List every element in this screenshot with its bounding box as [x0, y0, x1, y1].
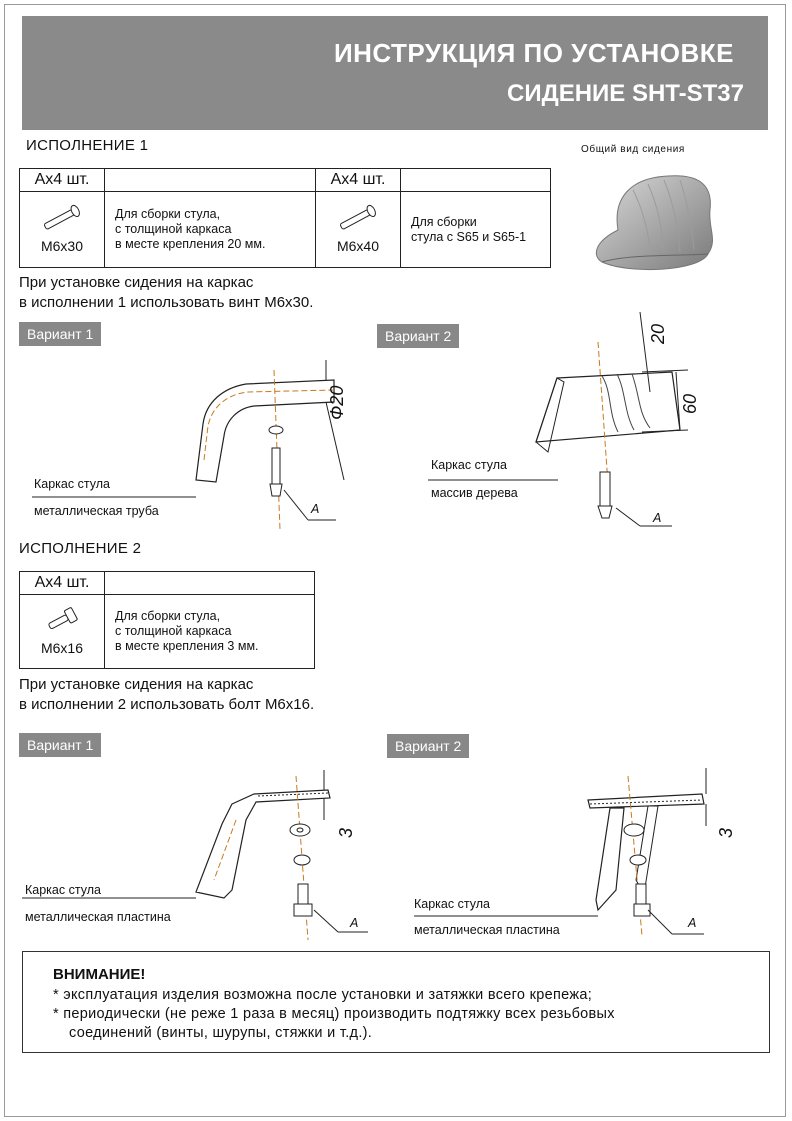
point-label: A [653, 511, 662, 525]
variant-badge: Вариант 2 [377, 324, 460, 348]
seat-illustration [595, 175, 713, 270]
dimension-label: 20 [648, 323, 668, 344]
dimension-label: Ф20 [327, 385, 347, 420]
page-frame [4, 4, 786, 1117]
install-note-version2: При установке сидения на каркас в исполн… [19, 676, 315, 713]
material-label: металлическая труба [34, 504, 159, 518]
point-label: A [350, 916, 359, 930]
overview-caption: Общий вид сидения [581, 144, 685, 155]
warning-line: * периодически (не реже 1 раза в месяц) … [53, 1006, 615, 1022]
warning-line: * эксплуатация изделия возможна после ус… [53, 987, 593, 1003]
variant-badge: Вариант 1 [19, 733, 102, 757]
qty-cell: Ах4 шт. [19, 168, 105, 192]
screw-icon [44, 204, 80, 230]
install-note-version1: При установке сидения на каркас в исполн… [19, 274, 314, 311]
fastener-description: Для сборки стула с S65 и S65-1 [400, 191, 551, 268]
dimension-label: 60 [680, 393, 700, 414]
fastener-cell: М6х30 [19, 191, 105, 268]
warning-box: ВНИМАНИЕ! * эксплуатация изделия возможн… [22, 951, 770, 1053]
warning-line: соединений (винты, шурупы, стяжки и т.д.… [69, 1025, 373, 1041]
section-heading-version1: ИСПОЛНЕНИЕ 1 [26, 137, 149, 154]
bolt-icon [48, 607, 78, 630]
qty-cell: Ах4 шт. [19, 571, 105, 595]
dimension-label: 3 [336, 827, 356, 838]
variant-badge: Вариант 2 [387, 734, 470, 758]
parts-table-version1: Ах4 шт. Ах4 шт. М6х30 Для сборки стула, … [19, 168, 551, 268]
screw-icon [340, 204, 376, 230]
fastener-cell: М6х16 [19, 594, 105, 669]
page-subtitle: СИДЕНИЕ SHT-ST37 [507, 80, 744, 107]
fastener-cell: М6х40 [315, 191, 401, 268]
point-label: A [311, 502, 320, 516]
material-label: массив дерева [431, 486, 518, 500]
diagram-metal-plate-2 [414, 768, 707, 937]
fastener-size: М6х30 [40, 238, 84, 254]
frame-label: Каркас стула [25, 883, 101, 897]
parts-table-version2: Ах4 шт. М6х16 Для сборки стула, с толщин… [19, 571, 315, 669]
fastener-size: М6х40 [336, 238, 380, 254]
point-label: A [688, 916, 697, 930]
frame-label: Каркас стула [414, 897, 490, 911]
material-label: металлическая пластина [414, 923, 560, 937]
dimension-label: 3 [716, 827, 736, 838]
diagram-solid-wood [428, 311, 689, 527]
fastener-size: М6х16 [40, 640, 84, 656]
warning-title: ВНИМАНИЕ! [53, 966, 146, 983]
diagram-metal-plate-1 [22, 770, 368, 941]
fastener-description: Для сборки стула, с толщиной каркаса в м… [104, 594, 315, 669]
qty-cell: Ах4 шт. [315, 168, 401, 192]
diagram-metal-tube [32, 360, 345, 531]
section-heading-version2: ИСПОЛНЕНИЕ 2 [19, 540, 142, 557]
material-label: металлическая пластина [25, 910, 171, 924]
frame-label: Каркас стула [431, 458, 507, 472]
frame-label: Каркас стула [34, 477, 110, 491]
header-banner: ИНСТРУКЦИЯ ПО УСТАНОВКЕ СИДЕНИЕ SHT-ST37 [22, 16, 768, 130]
variant-badge: Вариант 1 [19, 322, 102, 346]
page-title: ИНСТРУКЦИЯ ПО УСТАНОВКЕ [333, 38, 734, 68]
fastener-description: Для сборки стула, с толщиной каркаса в м… [104, 191, 316, 268]
